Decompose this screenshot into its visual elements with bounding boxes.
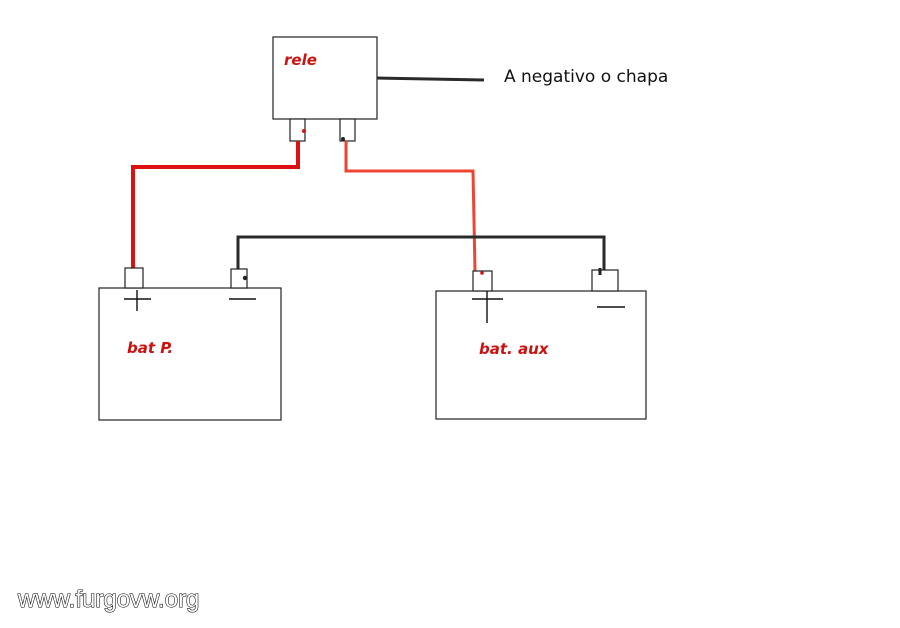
- battery-aux-positive-dot: [480, 271, 484, 275]
- battery-aux-label: bat. aux: [479, 340, 550, 358]
- relay-terminal-left-dot: [302, 129, 306, 133]
- negative-bridge-wire: [236, 235, 606, 270]
- relay-ground-wire: [376, 76, 485, 82]
- positive-wire-main: [131, 141, 300, 268]
- relay-label: rele: [284, 51, 317, 69]
- site-watermark: www.furgovw.org: [17, 586, 199, 613]
- plus-symbol-main: [124, 290, 151, 311]
- battery-main-positive-terminal: [124, 267, 144, 289]
- positive-wire-aux: [344, 141, 477, 272]
- battery-main-body: [98, 287, 282, 421]
- battery-main-label: bat P.: [127, 339, 173, 357]
- battery-aux-negative-terminal: [591, 269, 619, 292]
- battery-aux-body: [435, 290, 647, 420]
- relay-terminal-right-dot: [341, 137, 345, 141]
- battery-main-negative-dot: [242, 275, 248, 281]
- battery-aux-positive-terminal: [472, 270, 493, 292]
- ground-note: A negativo o chapa: [504, 67, 668, 87]
- plus-symbol-aux: [472, 291, 503, 323]
- relay-box: [272, 36, 378, 120]
